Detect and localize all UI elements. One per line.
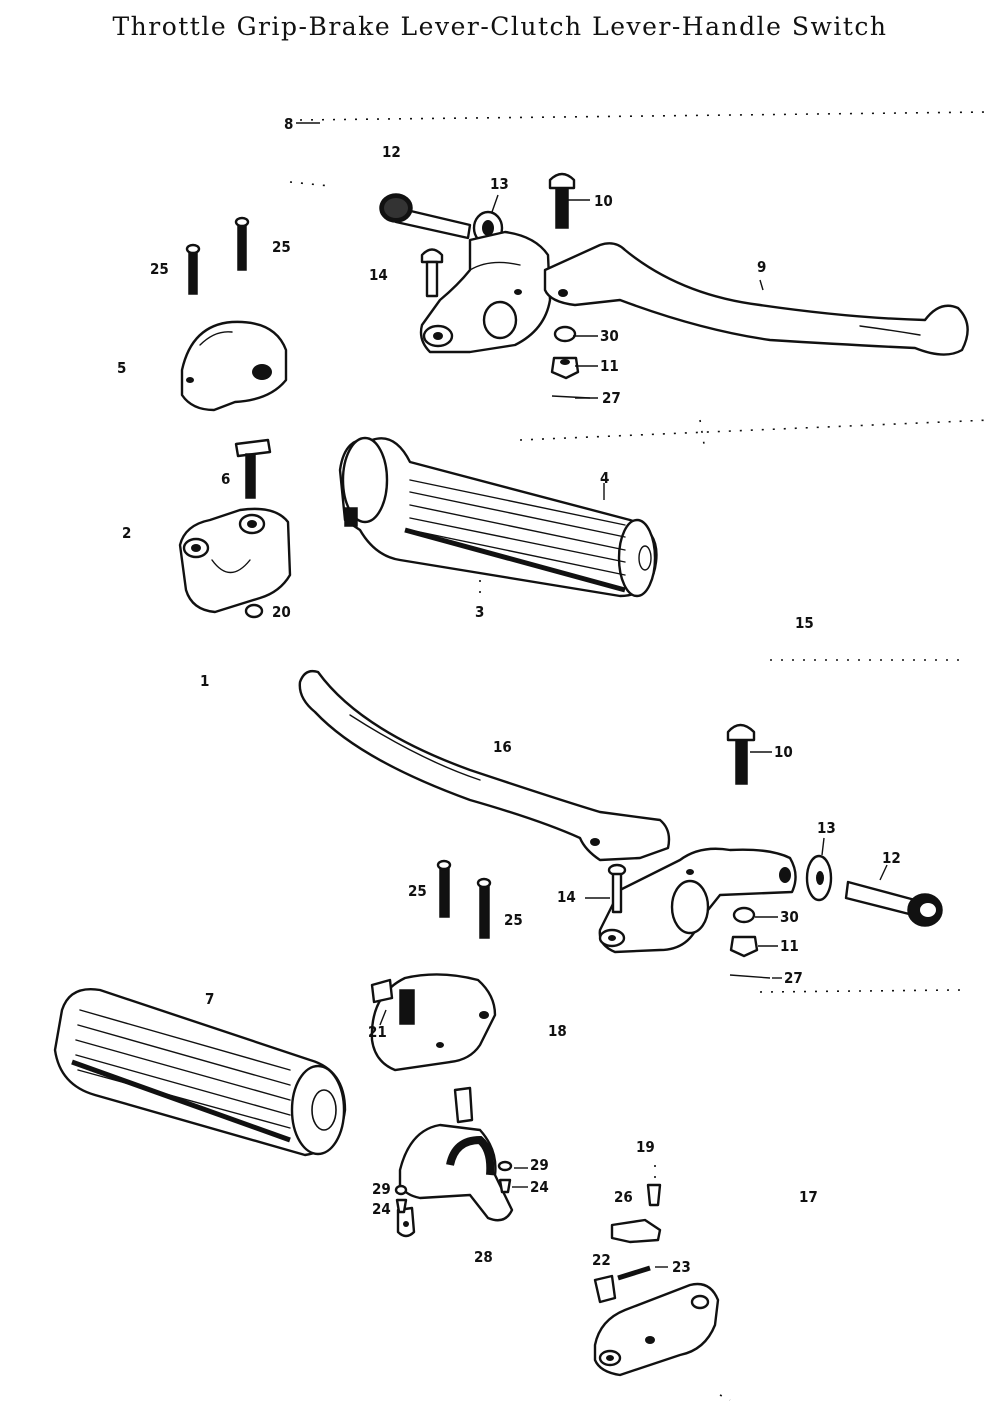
switch-housing-icon	[370, 859, 720, 1377]
bolt-10-top	[548, 172, 576, 229]
callout-25-a: 25	[272, 238, 291, 256]
cable-fitting-6	[234, 438, 272, 499]
spring-29-right	[497, 1160, 513, 1172]
callout-23: 23	[672, 1258, 691, 1276]
callout-6: 6	[221, 470, 230, 488]
callout-9: 9	[757, 258, 766, 276]
brake-lever-holder	[419, 230, 552, 354]
throttle-upper-cover-5	[180, 320, 288, 412]
callout-8: 8	[284, 115, 293, 133]
callout-25-d: 25	[504, 911, 523, 929]
callout-24-left: 24	[372, 1200, 391, 1218]
knob-22	[593, 1274, 617, 1304]
callout-13-bottom: 13	[817, 819, 836, 837]
callout-30-bottom: 30	[780, 908, 799, 926]
callout-16: 16	[493, 738, 512, 756]
screw-25-left-b	[234, 216, 250, 271]
clutch-lever-assembly	[298, 669, 943, 979]
callout-22: 22	[592, 1251, 611, 1269]
screw-25-left-a	[185, 243, 201, 295]
assembly-guide-lines	[289, 111, 991, 1401]
nut-20	[244, 603, 264, 619]
screw-14-top	[420, 248, 444, 298]
callout-15: 15	[795, 614, 814, 632]
callout-29-right: 29	[530, 1156, 549, 1174]
callout-25-b: 25	[150, 260, 169, 278]
callout-17: 17	[799, 1188, 818, 1206]
nut-11-top	[550, 356, 580, 380]
screw-25-mid-b	[476, 877, 492, 939]
callout-10-bottom: 10	[774, 743, 793, 761]
callout-7: 7	[205, 990, 214, 1008]
throttle-lower-housing-2	[178, 507, 292, 614]
callout-12-top: 12	[382, 143, 401, 161]
callout-24-right: 24	[530, 1178, 549, 1196]
callout-29-left: 29	[372, 1180, 391, 1198]
clutch-lever-holder	[598, 847, 797, 954]
callout-27-top: 27	[602, 389, 621, 407]
left-grip-icon	[53, 988, 347, 1157]
ball-24-right	[498, 1178, 512, 1194]
callout-11-bottom: 11	[780, 937, 799, 955]
nut-30-bottom	[732, 906, 756, 924]
throttle-housing-icon	[178, 216, 292, 619]
lever-pivot-bolt-12	[379, 193, 472, 240]
washer-13-hole	[482, 220, 494, 236]
callout-labels: 8 12 13 10 9 25 25 14 30 11 27 5 6 4 2 2…	[117, 115, 901, 1276]
switch-lower-housing-17	[593, 1282, 720, 1377]
callout-26: 26	[614, 1188, 633, 1206]
brake-lever-icon	[543, 242, 969, 356]
callout-14-bottom: 14	[557, 888, 576, 906]
callout-19: 19	[636, 1138, 655, 1156]
washer-13-bottom-hole	[816, 871, 824, 885]
brake-lever-assembly	[379, 172, 969, 399]
diagram-title: Throttle Grip-Brake Lever-Clutch Lever-H…	[112, 12, 888, 41]
callout-1: 1	[200, 672, 209, 690]
callout-30-top: 30	[600, 327, 619, 345]
nut-30-top	[553, 325, 577, 343]
callout-14-top: 14	[369, 266, 388, 284]
spring-23	[617, 1265, 651, 1281]
callout-10-top: 10	[594, 192, 613, 210]
callout-11-top: 11	[600, 357, 619, 375]
switch-upper-housing-18	[370, 973, 497, 1072]
callout-18: 18	[548, 1022, 567, 1040]
spring-29-left	[394, 1184, 408, 1196]
callout-12-bottom: 12	[882, 849, 901, 867]
callout-2: 2	[122, 524, 131, 542]
throttle-grip-icon	[338, 436, 658, 598]
screw-25-mid-a	[436, 859, 452, 918]
callout-21: 21	[368, 1023, 387, 1041]
callout-3: 3	[475, 603, 484, 621]
callout-27-bottom: 27	[784, 969, 803, 987]
screw-14-bottom	[607, 863, 627, 914]
callout-5: 5	[117, 359, 126, 377]
contact-plate-19	[610, 1218, 662, 1244]
callout-13-top: 13	[490, 175, 509, 193]
nut-11-bottom	[729, 935, 759, 958]
leader-lines	[296, 122, 888, 1268]
bolt-10-bottom	[726, 723, 756, 785]
ball-24-left	[395, 1198, 408, 1214]
lever-pivot-bolt-12-bottom	[844, 880, 943, 927]
switch-lower-housing-28	[396, 1086, 514, 1238]
spring-26	[646, 1183, 662, 1207]
cotter-pin-27-bottom	[729, 974, 771, 979]
callout-28: 28	[474, 1248, 493, 1266]
clutch-lever-icon	[298, 669, 671, 862]
callout-25-c: 25	[408, 882, 427, 900]
callout-4: 4	[600, 469, 609, 487]
callout-20: 20	[272, 603, 291, 621]
